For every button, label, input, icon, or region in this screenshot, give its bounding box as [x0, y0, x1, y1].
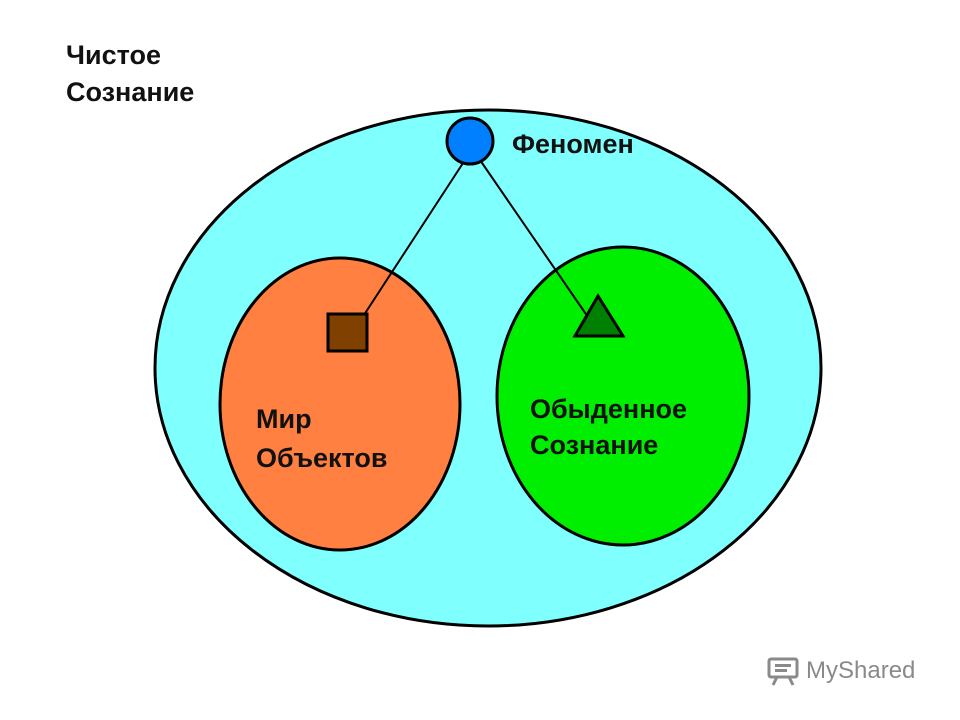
object-marker: [326, 312, 369, 353]
pure-consciousness-label-line1: Чистое: [66, 40, 161, 70]
phenomenon-marker: [445, 116, 495, 166]
myshared-watermark: MyShared: [766, 656, 915, 686]
world-of-objects-label-line2: Объектов: [256, 443, 388, 473]
everyday-marker: [572, 293, 626, 338]
pure-consciousness-label-line2: Сознание: [66, 77, 194, 107]
everyday-consciousness-label-line1: Обыденное: [530, 394, 687, 424]
watermark-text: MyShared: [806, 657, 916, 684]
phenomenon-to-everyday-link: [479, 159, 591, 321]
phenomenon-label: Феномен: [512, 129, 634, 159]
world-of-objects-region: [218, 256, 462, 552]
everyday-consciousness-label-line2: Сознание: [530, 430, 658, 460]
presentation-board-icon: [767, 657, 799, 686]
world-of-objects-label-line1: Мир: [256, 404, 312, 434]
phenomenon-to-object-link: [361, 159, 466, 319]
everyday-consciousness-region: [495, 245, 751, 547]
